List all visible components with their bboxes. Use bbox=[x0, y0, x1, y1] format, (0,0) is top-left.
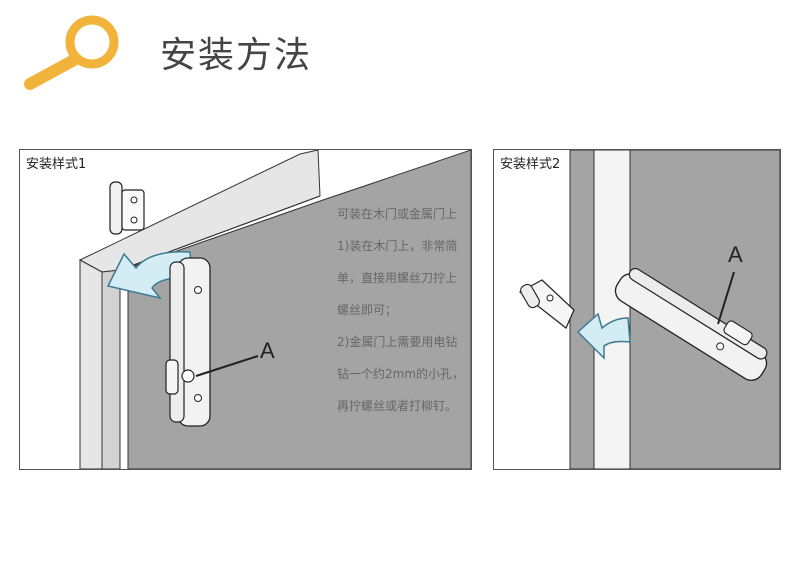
door-diagram-2 bbox=[518, 150, 780, 469]
bolt-latch bbox=[165, 257, 211, 427]
door-diagram-1 bbox=[78, 150, 471, 469]
instruction-line: 螺丝即可； bbox=[337, 303, 398, 317]
strike-plate bbox=[518, 279, 575, 329]
instruction-text: 可装在木门或金属门上 1)装在木门上，非常简 单，直接用螺丝刀拧上 螺丝即可； … bbox=[337, 198, 487, 422]
strike-plate bbox=[109, 181, 145, 235]
panel-2-label: 安装样式2 bbox=[498, 153, 563, 172]
callout-a-1: A bbox=[260, 338, 275, 363]
diagram-panel-1: 安装样式1 A bbox=[19, 149, 472, 470]
instruction-line: 1)装在木门上，非常简 bbox=[337, 239, 458, 253]
instruction-line: 2)金属门上需要用电钻 bbox=[337, 335, 458, 349]
instruction-line: 可装在木门或金属门上 bbox=[337, 207, 458, 221]
panel-1-label: 安装样式1 bbox=[24, 153, 89, 172]
install-direction-arrow bbox=[576, 312, 631, 360]
magnifier-icon bbox=[24, 15, 119, 90]
instruction-line: 单，直接用螺丝刀拧上 bbox=[337, 271, 458, 285]
instruction-line: 钻一个约2mm的小孔， bbox=[337, 367, 465, 381]
diagram-panel-2: 安装样式2 A bbox=[493, 149, 781, 470]
page-title: 安装方法 bbox=[160, 35, 313, 76]
bolt-latch bbox=[614, 267, 768, 381]
instruction-line: 再拧螺丝或者打柳钉。 bbox=[337, 399, 458, 413]
callout-a-2: A bbox=[728, 242, 743, 267]
